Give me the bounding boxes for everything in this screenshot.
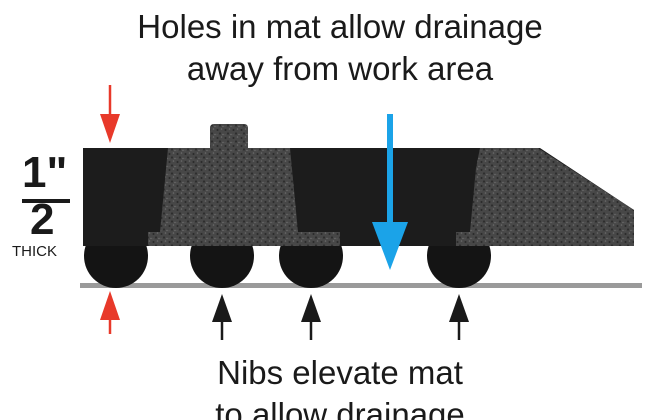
thickness-label: THICK <box>12 243 57 260</box>
nib-pointer-arrows <box>212 294 469 340</box>
top-caption: Holes in mat allow drainage away from wo… <box>60 6 620 90</box>
bottom-caption-line-1: Nibs elevate mat <box>217 354 463 391</box>
mat-texture-section <box>456 148 634 246</box>
bottom-caption: Nibs elevate mat to allow drainage <box>40 352 640 420</box>
mat-texture-section <box>148 124 340 246</box>
pointer-up-icon <box>449 294 469 322</box>
top-caption-line-2: away from work area <box>186 50 494 87</box>
fraction-bar <box>22 199 70 203</box>
top-caption-line-1: Holes in mat allow drainage <box>137 8 543 45</box>
floor-line <box>80 283 642 288</box>
bottom-caption-line-2: to allow drainage <box>215 396 465 420</box>
measure-arrow-up-icon <box>100 291 120 320</box>
measure-arrow-down-icon <box>100 114 120 143</box>
thickness-denominator: 2 <box>30 195 55 244</box>
thickness-numerator: 1" <box>22 148 68 197</box>
pointer-up-icon <box>212 294 232 322</box>
drainage-arrow-icon <box>372 222 408 270</box>
pointer-up-icon <box>301 294 321 322</box>
